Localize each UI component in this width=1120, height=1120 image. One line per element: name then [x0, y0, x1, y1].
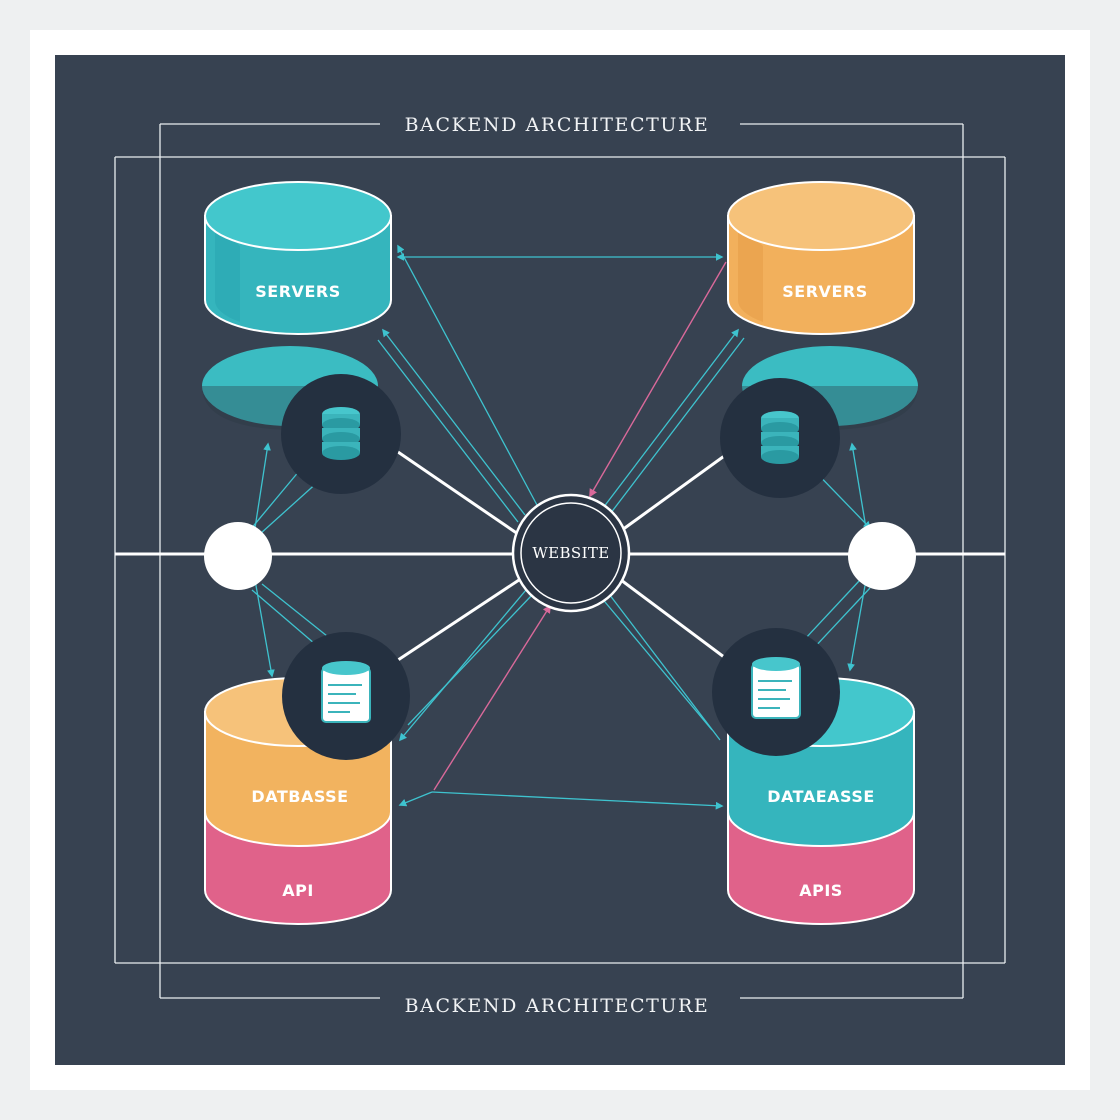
cylinder-servers-left: SERVERS [204, 181, 392, 335]
junction-node-right [848, 522, 916, 590]
website-hub-label: WEBSITE [532, 544, 609, 562]
icon-node-bottom-right [712, 628, 840, 756]
icon-node-bottom-left [282, 632, 410, 760]
database-right-label: DATAEASSE [767, 787, 875, 806]
database-stack-icon [761, 411, 799, 464]
database-document-icon [751, 657, 801, 719]
hub-spokes [397, 450, 729, 662]
api-left-label: API [282, 881, 314, 900]
teal-connectors [249, 244, 872, 810]
servers-right-label: SERVERS [782, 282, 867, 301]
diagram-title-bottom: BACKEND ARCHITECTURE [405, 995, 710, 1017]
diagram-title-top: BACKEND ARCHITECTURE [405, 114, 710, 136]
cylinder-servers-right: SERVERS [727, 181, 915, 335]
frame-lines [114, 123, 1006, 999]
icon-node-top-left [281, 374, 401, 494]
database-document-icon [321, 661, 371, 723]
servers-left-label: SERVERS [255, 282, 340, 301]
junction-node-left [204, 522, 272, 590]
icon-node-top-right [720, 378, 840, 498]
apis-right-label: APIS [799, 881, 843, 900]
pink-connectors [433, 261, 727, 791]
website-hub[interactable]: WEBSITE [511, 493, 631, 613]
database-stack-icon [322, 407, 360, 460]
database-left-label: DATBASSE [251, 787, 348, 806]
